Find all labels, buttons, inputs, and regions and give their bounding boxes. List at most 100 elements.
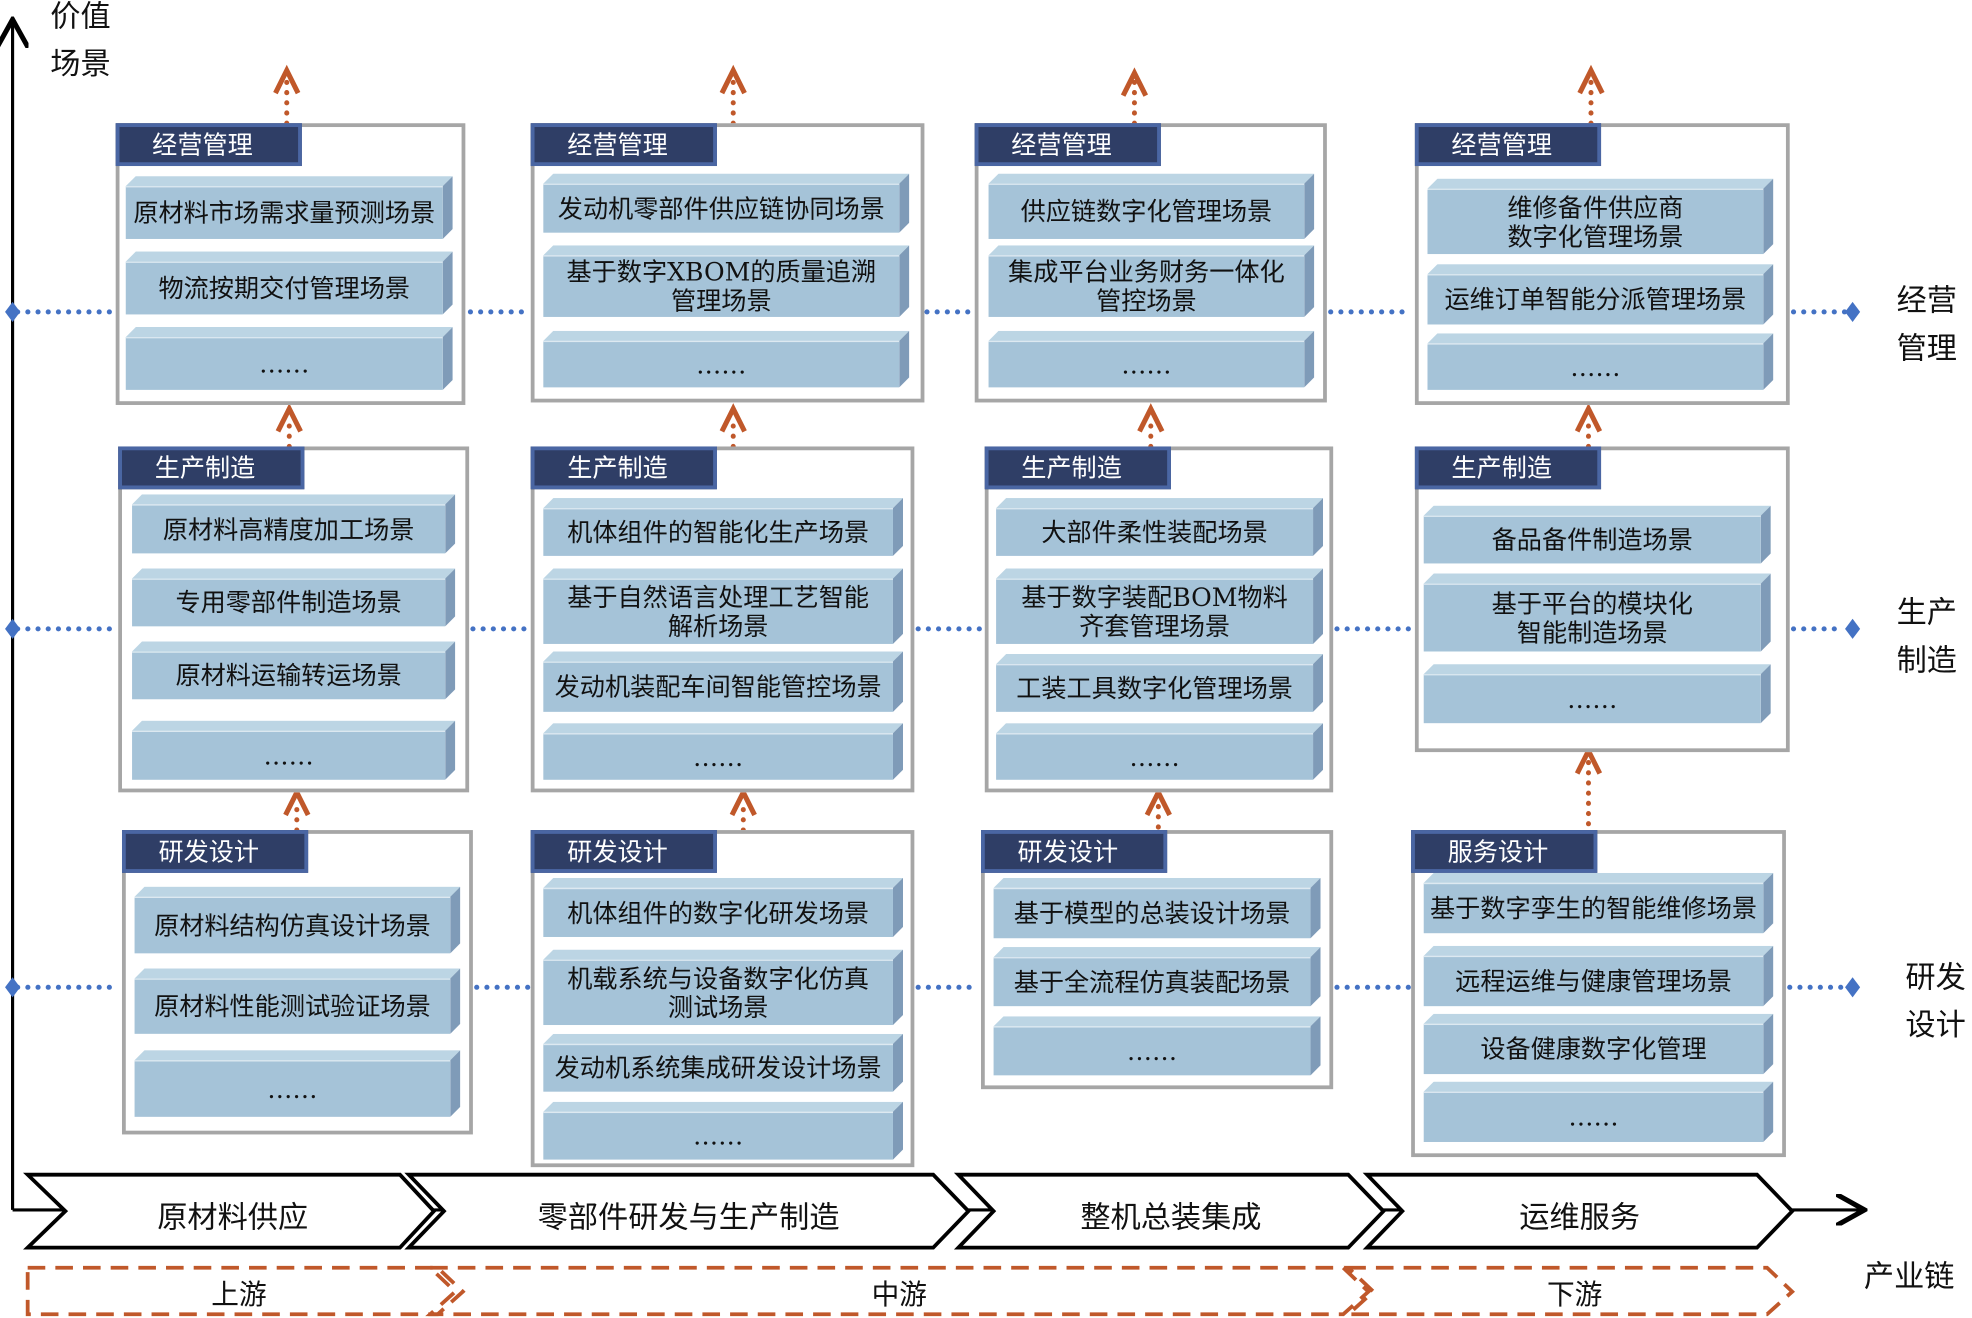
- scenario-item: 基于平台的模块化 智能制造场景: [1423, 574, 1771, 652]
- chain-chevrons: [23, 1172, 1796, 1317]
- scenario-item-label: 机体组件的数字化研发场景: [543, 887, 893, 937]
- up-arrow-icon: [719, 403, 747, 449]
- group-title: 生产制造: [1414, 446, 1602, 490]
- scenario-item: ……: [132, 721, 455, 780]
- up-arrow-icon: [273, 64, 301, 126]
- scenario-item: ……: [1423, 1082, 1774, 1142]
- scenario-item: 基于全流程仿真装配场景: [993, 947, 1321, 1007]
- scenario-item: 集成平台业务财务一体化 管控场景: [988, 245, 1315, 317]
- stage-chevron-2: [404, 1172, 972, 1250]
- y-axis-label: 价值 场景: [50, 0, 111, 82]
- group-title: 研发设计: [121, 830, 309, 873]
- up-arrow-icon: [1574, 403, 1603, 449]
- scenario-item-label: 发动机零部件供应链协同场景: [543, 183, 900, 233]
- scenario-item: 基于自然语言处理工艺智能 解析场景: [543, 568, 903, 644]
- scenario-item-label: 运维订单智能分派管理场景: [1427, 274, 1764, 325]
- scenario-item-label: 集成平台业务财务一体化 管控场景: [988, 255, 1305, 317]
- scenario-item: ……: [125, 327, 453, 390]
- up-arrow-icon: [1137, 403, 1165, 449]
- stage-chevron-1: [23, 1172, 437, 1250]
- scenario-item-label: ……: [996, 733, 1314, 780]
- scenario-item-label: 基于数字XBOM的质量追溯 管理场景: [543, 255, 900, 317]
- scenario-item-label: 基于数字孪生的智能维修场景: [1423, 882, 1764, 934]
- scenario-item-label: 原材料市场需求量预测场景: [125, 186, 443, 239]
- scenario-item: 机体组件的智能化生产场景: [543, 498, 903, 556]
- group-title: 经营管理: [115, 123, 302, 167]
- scenario-item: 设备健康数字化管理: [1423, 1014, 1774, 1075]
- scenario-item-label: 基于数字装配BOM物料 齐套管理场景: [996, 578, 1314, 644]
- group-title: 生产制造: [118, 446, 305, 490]
- stage-chevron-4: [1362, 1172, 1795, 1250]
- scenario-item: 基于数字XBOM的质量追溯 管理场景: [543, 245, 909, 317]
- scenario-item: 维修备件供应商 数字化管理场景: [1427, 179, 1773, 255]
- scenario-item: 基于数字装配BOM物料 齐套管理场景: [996, 568, 1323, 644]
- up-arrow-icon: [1577, 64, 1605, 126]
- scenario-item: ……: [543, 331, 909, 388]
- diamond-marker-icon: [1845, 977, 1861, 998]
- scenario-item: 工装工具数字化管理场景: [996, 654, 1323, 712]
- scenario-item-label: 供应链数字化管理场景: [988, 183, 1305, 239]
- scenario-item: ……: [996, 723, 1323, 780]
- scenario-item: ……: [543, 1102, 903, 1160]
- scenario-item-label: 维修备件供应商 数字化管理场景: [1427, 188, 1764, 255]
- scenario-item: 原材料性能测试验证场景: [134, 968, 461, 1034]
- scenario-item-label: 基于平台的模块化 智能制造场景: [1423, 583, 1761, 652]
- up-arrow-icon: [283, 786, 311, 833]
- up-arrow-icon: [1120, 67, 1149, 126]
- scenario-item-label: 物流按期交付管理场景: [125, 261, 443, 315]
- scenario-item-label: 设备健康数字化管理: [1423, 1023, 1764, 1075]
- row-label-management: 经营 管理: [1896, 282, 1957, 366]
- scenario-item-label: 原材料运输转运场景: [132, 651, 446, 700]
- scenario-item: ……: [134, 1050, 461, 1117]
- scenario-item-label: ……: [988, 340, 1305, 388]
- segment-label: 中游: [871, 1280, 927, 1312]
- scenario-item: ……: [1423, 664, 1771, 724]
- scenario-item: 基于模型的总装设计场景: [993, 878, 1321, 939]
- scenario-item-label: ……: [1423, 674, 1761, 724]
- scenario-item-label: ……: [132, 730, 446, 780]
- up-arrow-icon: [1574, 745, 1603, 827]
- group-title: 研发设计: [981, 830, 1168, 873]
- scenario-item-label: 发动机系统集成研发设计场景: [543, 1043, 893, 1092]
- group-title: 生产制造: [984, 446, 1171, 490]
- scenario-item-label: 远程运维与健康管理场景: [1423, 955, 1764, 1007]
- segment-downstream: [1343, 1265, 1796, 1317]
- scenario-item: 原材料结构仿真设计场景: [134, 887, 461, 954]
- group-title: 经营管理: [1414, 123, 1602, 167]
- scenario-item-label: 原材料性能测试验证场景: [134, 978, 451, 1034]
- diamond-marker-icon: [5, 618, 21, 639]
- scenario-item-label: 备品备件制造场景: [1423, 515, 1761, 564]
- stage-label: 原材料供应: [157, 1199, 309, 1236]
- scenario-item: 物流按期交付管理场景: [125, 252, 453, 315]
- group-title: 服务设计: [1411, 830, 1598, 873]
- scenario-item: 远程运维与健康管理场景: [1423, 946, 1774, 1007]
- scenario-item: 发动机装配车间智能管控场景: [543, 651, 903, 712]
- group-title: 生产制造: [530, 446, 717, 490]
- segment-upstream: [25, 1265, 466, 1317]
- diamond-marker-icon: [5, 301, 21, 322]
- scenario-item: ……: [993, 1016, 1321, 1076]
- scenario-item-label: 原材料高精度加工场景: [132, 504, 446, 554]
- scenario-item: 发动机零部件供应链协同场景: [543, 174, 909, 233]
- group-title: 经营管理: [974, 123, 1161, 167]
- scenario-item: 备品备件制造场景: [1423, 506, 1771, 564]
- scenario-item-label: ……: [993, 1026, 1311, 1076]
- segment-label: 上游: [211, 1280, 267, 1312]
- scenario-item-label: 机载系统与设备数字化仿真 测试场景: [543, 959, 893, 1026]
- stage-chevron-3: [953, 1172, 1387, 1250]
- row-label-production: 生产 制造: [1896, 594, 1957, 678]
- scenario-item: 供应链数字化管理场景: [988, 174, 1315, 239]
- scenario-item-label: 专用零部件制造场景: [132, 578, 446, 627]
- stage-label: 运维服务: [1519, 1199, 1641, 1236]
- row-label-rnd: 研发 设计: [1905, 959, 1966, 1043]
- scenario-item-label: 发动机装配车间智能管控场景: [543, 661, 893, 712]
- value-arrows: [273, 64, 1605, 871]
- scenario-item-label: 基于模型的总装设计场景: [993, 887, 1311, 939]
- scenario-item-label: ……: [543, 340, 900, 388]
- up-arrow-icon: [275, 403, 303, 449]
- scenario-item-label: ……: [1427, 343, 1764, 390]
- row-dotted-lines: [5, 301, 1861, 998]
- up-arrow-icon: [729, 786, 757, 833]
